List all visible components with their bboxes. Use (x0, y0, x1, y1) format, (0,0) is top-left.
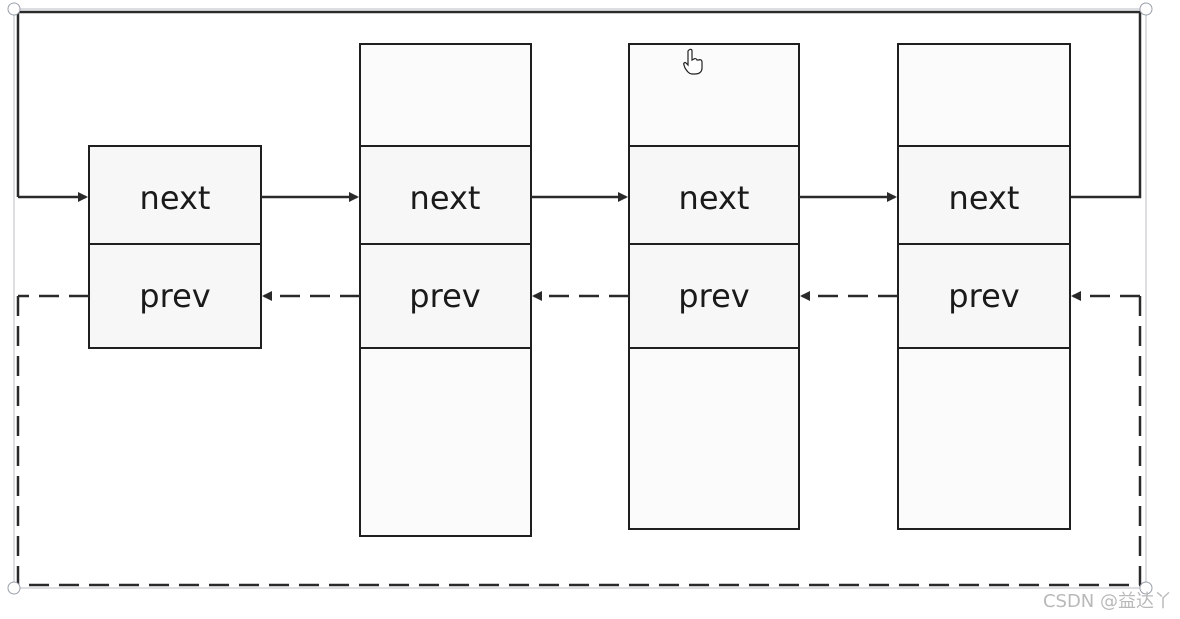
next-field (897, 145, 1071, 245)
hand-cursor-icon (683, 48, 703, 75)
selection-frame[interactable] (13, 8, 1147, 589)
next-field (628, 145, 800, 245)
node-top-block (628, 43, 800, 147)
prev-label: prev (678, 277, 749, 315)
resize-handle-top-right[interactable] (1139, 2, 1153, 16)
list-node-4: next prev (897, 43, 1071, 530)
next-label: next (410, 179, 481, 217)
node-top-block (359, 43, 532, 147)
next-wrap-connector (16, 10, 1142, 199)
next-field (359, 145, 532, 245)
next-label: next (679, 179, 750, 217)
resize-handle-bottom-left[interactable] (7, 581, 21, 595)
resize-handle-bottom-right[interactable] (1139, 581, 1153, 595)
prev-label: prev (139, 277, 210, 315)
prev-field (628, 243, 800, 349)
list-node-1: next prev (88, 145, 262, 349)
node-bottom-block (628, 347, 800, 530)
prev-label: prev (948, 277, 1019, 315)
prev-wrap-connector (16, 296, 1142, 587)
watermark: CSDN @益达丫 (1042, 591, 1172, 612)
list-node-2: next prev (359, 43, 532, 537)
next-field (88, 145, 262, 245)
node-bottom-block (359, 347, 532, 537)
list-node-3: next prev (628, 43, 800, 530)
prev-field (897, 243, 1071, 349)
node-bottom-block (897, 347, 1071, 530)
next-label: next (949, 179, 1020, 217)
prev-field (359, 243, 532, 349)
node-top-block (897, 43, 1071, 147)
resize-handle-top-left[interactable] (7, 2, 21, 16)
next-label: next (140, 179, 211, 217)
prev-label: prev (409, 277, 480, 315)
